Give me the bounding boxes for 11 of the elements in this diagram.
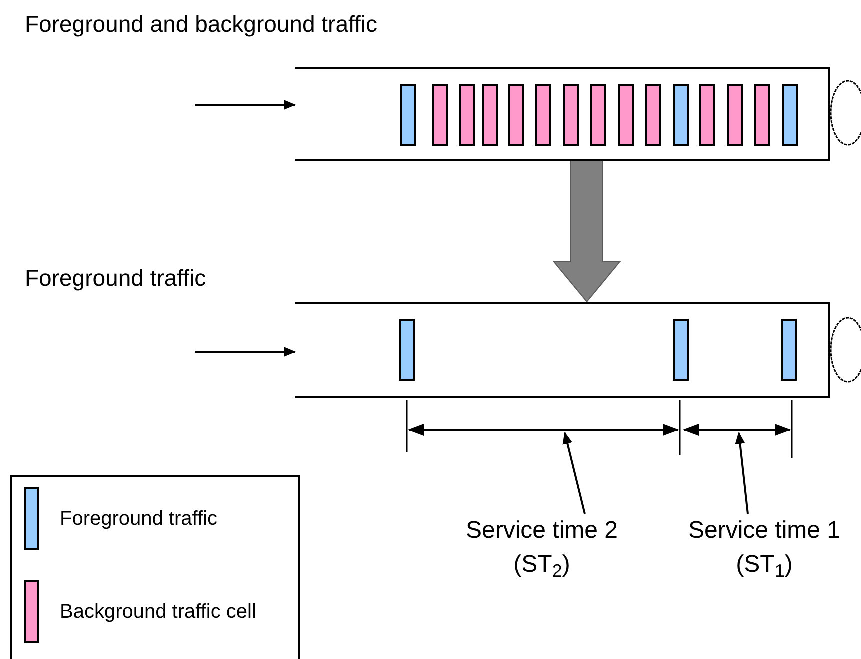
- arrow: [195, 100, 296, 110]
- queue-heading: Foreground traffic: [25, 264, 206, 292]
- queue-heading: Foreground and background traffic: [25, 10, 378, 38]
- legend-text: Foreground traffic: [60, 506, 218, 532]
- service-time-label: Service time 2 (ST$_{2}$): [464, 516, 620, 582]
- arrow: [195, 347, 296, 357]
- service-time-label: Service time 1 (ST$_{1}$): [687, 516, 842, 582]
- legend-text: Background traffic cell: [60, 600, 256, 624]
- block-arrow: [552, 160, 622, 303]
- leader-line: [562, 432, 586, 514]
- leader-line: [735, 432, 749, 514]
